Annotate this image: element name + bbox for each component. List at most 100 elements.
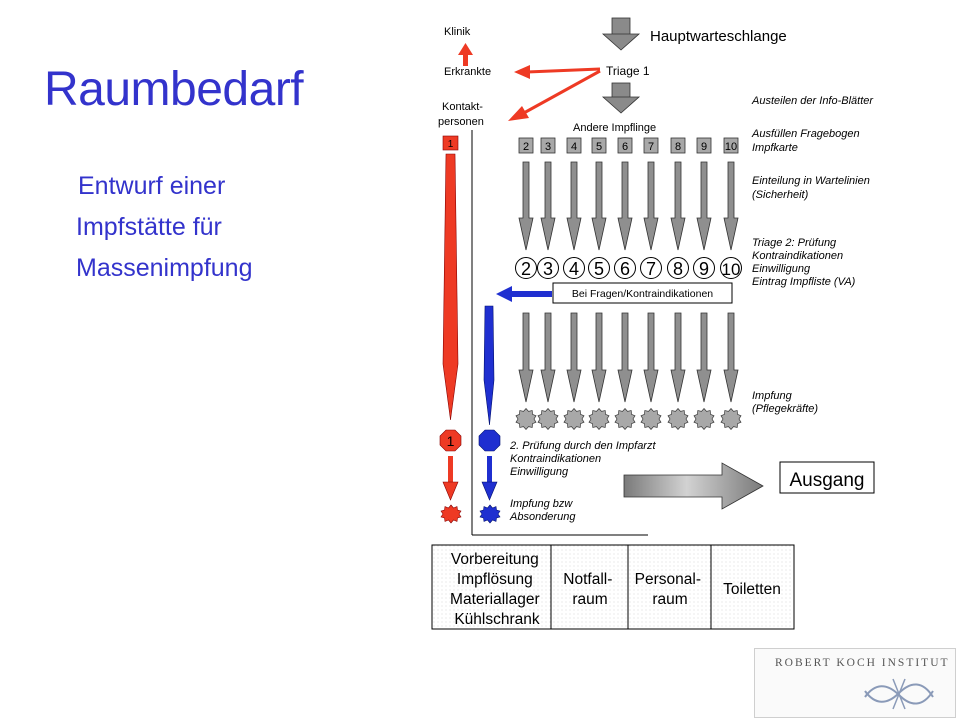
ausgang-box	[779, 461, 875, 494]
triage-red-arrows	[508, 65, 601, 121]
lane-number-box	[723, 137, 739, 154]
main-queue-arrow	[601, 17, 641, 51]
lane-down-arrow	[643, 161, 659, 251]
lane-number-label: 7	[648, 141, 654, 153]
lane-down-arrow	[696, 312, 712, 403]
rki-logo-text: ROBERT KOCH INSTITUT	[775, 657, 950, 669]
vaccination-station	[537, 407, 559, 431]
lane-down-arrow	[540, 161, 556, 251]
red-lane-number: 1	[448, 139, 454, 150]
lane-number-circle	[515, 257, 537, 279]
blue-lane	[478, 286, 552, 524]
lane-circle-label: 3	[543, 259, 553, 279]
andere-impflinge-label: Andere Impflinge	[573, 122, 656, 134]
lane-number-label: 9	[701, 141, 707, 153]
lane-circle-label: 4	[569, 259, 579, 279]
lane-down-arrow	[518, 312, 534, 403]
lane-number-circle	[720, 257, 742, 279]
lane-circle-label: 9	[699, 259, 709, 279]
blue-octagon	[478, 429, 501, 452]
lane-circle-label: 6	[620, 259, 630, 279]
lane-down-arrow	[723, 312, 739, 403]
lane-number-circle	[563, 257, 585, 279]
kontakt-label-1: Kontakt-	[442, 101, 483, 113]
slide-subtitle: Entwurf einer Impfstätte für Massenimpfu…	[76, 166, 252, 289]
exit-arrow	[623, 462, 764, 510]
lane-down-arrow	[518, 161, 534, 251]
vaccination-station	[720, 407, 742, 431]
contact-person-lane: 1 1	[439, 135, 462, 524]
klinik-label: Klinik	[444, 26, 471, 38]
lane-down-arrow	[566, 161, 582, 251]
lane-number-box	[566, 137, 582, 154]
lane-number-circle	[614, 257, 636, 279]
vaccination-station	[693, 407, 715, 431]
lane-number-circle	[693, 257, 715, 279]
process-notes: Austeilen der Info-Blätter Ausfüllen Fra…	[509, 95, 874, 523]
lane-down-arrow	[540, 312, 556, 403]
lane-down-arrow	[617, 312, 633, 403]
note-info: Austeilen der Info-Blätter	[751, 95, 874, 107]
lane-circle-label: 10	[722, 260, 741, 279]
red-octagon	[439, 429, 462, 452]
lane-number-box	[670, 137, 686, 154]
lane-down-arrow	[670, 312, 686, 403]
lane-number-label: 5	[596, 141, 602, 153]
ausgang-label: Ausgang	[789, 470, 864, 491]
room-toiletten: Toiletten	[723, 581, 781, 598]
lane-number-box	[540, 137, 556, 154]
rooms-block: Vorbereitung Impflösung Materiallager Kü…	[431, 544, 795, 630]
lane-number-label: 4	[571, 141, 577, 153]
note-einteilung: Einteilung in Wartelinien (Sicherheit)	[752, 175, 873, 201]
note-fragebogen: Ausfüllen Fragebogen Impfkarte	[751, 128, 863, 154]
lane-down-arrow	[670, 161, 686, 251]
lane-circle-label: 5	[594, 259, 604, 279]
bei-fragen-label: Bei Fragen/Kontraindikationen	[572, 288, 713, 300]
lane-number-box	[696, 137, 712, 154]
lane-number-label: 6	[622, 141, 628, 153]
lane-number-circle	[537, 257, 559, 279]
rki-logo-mark-icon	[864, 678, 934, 710]
lane-down-arrow	[566, 312, 582, 403]
lane-down-arrow	[696, 161, 712, 251]
klinik-up-arrow	[458, 43, 473, 66]
note-impfung: Impfung (Pflegekräfte)	[752, 390, 818, 415]
subtitle-line: Entwurf einer	[78, 172, 226, 200]
lane-number-box	[518, 137, 534, 154]
lane-circle-label: 8	[673, 259, 683, 279]
vaccination-station	[588, 407, 610, 431]
rki-logo: ROBERT KOCH INSTITUT	[754, 648, 956, 718]
kontakt-label-2: personen	[438, 116, 484, 128]
blue-starburst	[479, 504, 501, 524]
bei-fragen-box	[552, 282, 733, 304]
lane-circle-label: 7	[646, 259, 656, 279]
lane-down-arrow	[643, 312, 659, 403]
lane-down-arrow	[617, 161, 633, 251]
note-absonderung: Impfung bzw Absonderung	[509, 498, 576, 523]
red-octagon-number: 1	[447, 433, 455, 449]
vaccination-station	[515, 407, 537, 431]
subtitle-line: Impfstätte für	[76, 213, 222, 241]
triage1-down-arrow	[601, 82, 641, 114]
lane-number-circle	[588, 257, 610, 279]
red-starburst	[440, 504, 462, 524]
lane-number-box	[643, 137, 659, 154]
vaccination-station	[614, 407, 636, 431]
lane-number-box	[591, 137, 607, 154]
lane-number-label: 10	[725, 141, 737, 153]
lane-number-label: 2	[523, 141, 529, 153]
lane-down-arrow	[591, 161, 607, 251]
lane-circle-label: 2	[521, 259, 531, 279]
hauptwarteschlange-label: Hauptwarteschlange	[650, 28, 787, 45]
vaccination-station	[667, 407, 689, 431]
room-notfall: Notfall- raum	[563, 571, 616, 608]
room-vorbereitung: Vorbereitung Impflösung Materiallager Kü…	[450, 551, 544, 628]
note-triage2: Triage 2: Prüfung Kontraindikationen Ein…	[752, 237, 856, 288]
room-personal: Personal- raum	[635, 571, 706, 608]
slide-title: Raumbedarf	[44, 63, 304, 116]
triage1-label: Triage 1	[606, 64, 650, 78]
lane-number-label: 8	[675, 141, 681, 153]
lane-number-circle	[667, 257, 689, 279]
